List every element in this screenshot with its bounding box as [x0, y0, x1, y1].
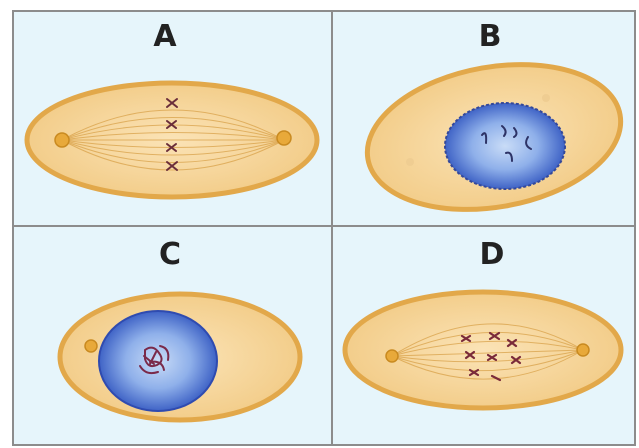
cell-d-centrosome-right	[577, 344, 589, 356]
cell-c	[60, 294, 300, 420]
cell-d-centrosome-left	[386, 350, 398, 362]
cell-a-centrosome-left	[55, 133, 69, 147]
cell-b-nucleus	[445, 103, 565, 189]
cell-d	[345, 292, 621, 408]
cell-c-centrosome	[85, 340, 97, 352]
cell-b-organelle-1	[542, 94, 550, 102]
cell-a-centrosome-right	[277, 131, 291, 145]
cell-a	[27, 83, 317, 197]
cell-b	[356, 46, 632, 228]
cell-c-nucleus	[99, 311, 217, 411]
cell-b-organelle-2	[406, 158, 414, 166]
